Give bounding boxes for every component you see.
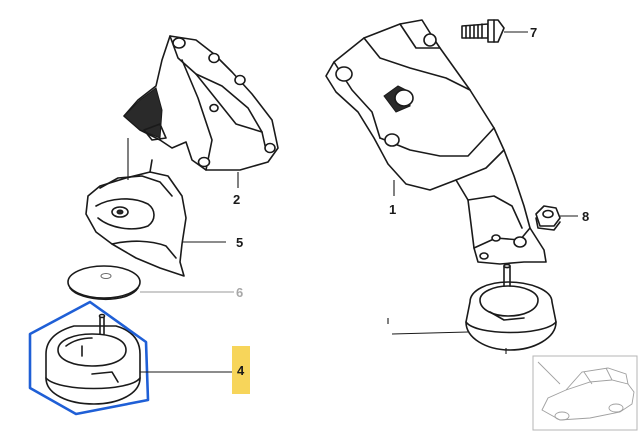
leader-lines bbox=[127, 31, 578, 373]
right-engine-mount[interactable] bbox=[465, 263, 557, 351]
callout-6[interactable]: 6 bbox=[236, 285, 243, 300]
part-5-cover[interactable] bbox=[85, 159, 187, 277]
callout-8[interactable]: 8 bbox=[582, 209, 589, 224]
part-1-bracket[interactable] bbox=[325, 19, 547, 265]
part-6-washer[interactable] bbox=[67, 265, 141, 301]
car-thumbnail-icon[interactable] bbox=[532, 355, 638, 431]
callout-1[interactable]: 1 bbox=[389, 202, 396, 217]
callout-labels: 1 2 4 5 6 7 8 bbox=[232, 25, 589, 394]
callout-4[interactable]: 4 bbox=[237, 363, 245, 378]
callout-2[interactable]: 2 bbox=[233, 192, 240, 207]
part-7-bolt[interactable] bbox=[461, 19, 505, 43]
callout-4-highlight bbox=[232, 346, 250, 394]
part-4-engine-mount[interactable] bbox=[45, 313, 141, 405]
selection-outline bbox=[28, 300, 150, 416]
part-2-bracket[interactable] bbox=[123, 35, 279, 171]
part-8-nut[interactable] bbox=[535, 205, 561, 231]
callout-7[interactable]: 7 bbox=[530, 25, 537, 40]
callout-5[interactable]: 5 bbox=[236, 235, 243, 250]
